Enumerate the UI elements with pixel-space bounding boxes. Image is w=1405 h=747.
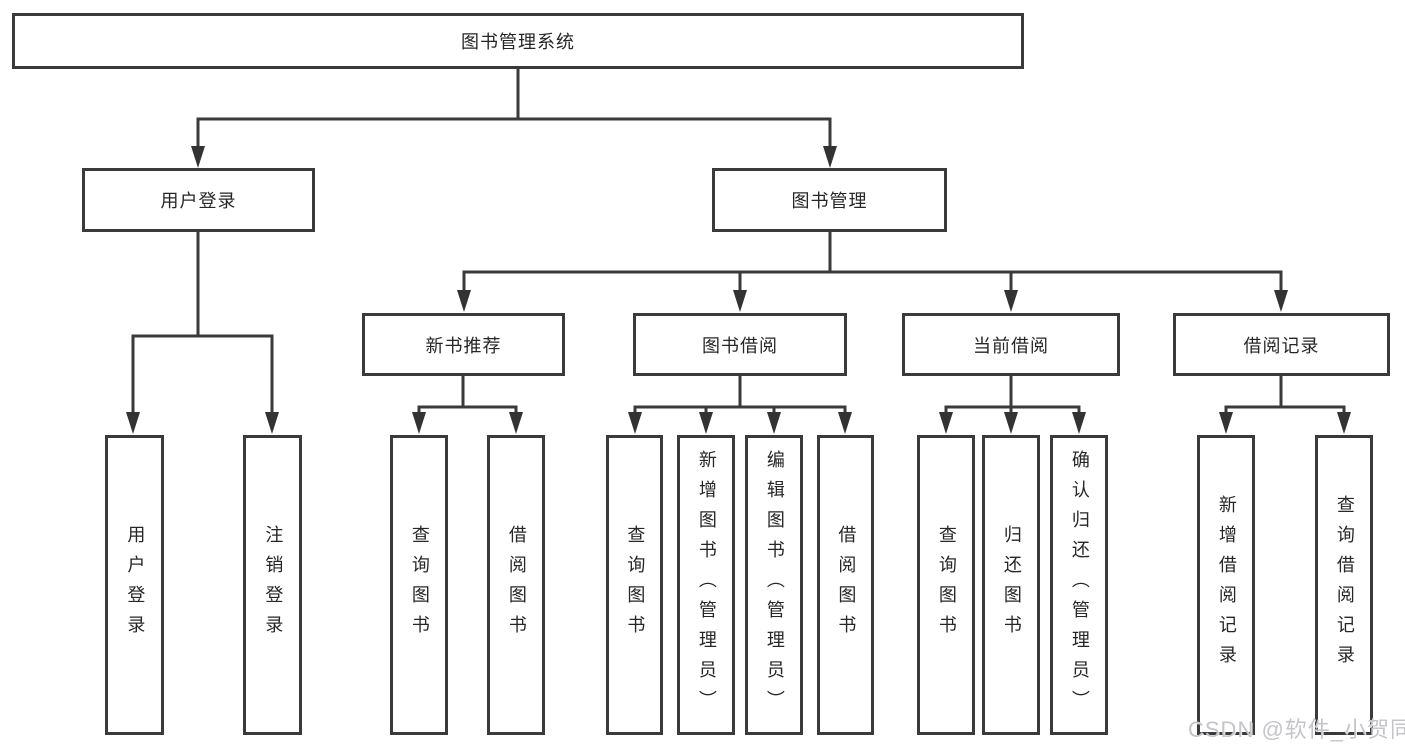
leaf-label: 编辑图书（管理员） — [764, 450, 785, 720]
leaf-borrow-books-recommend: 借阅图书 — [487, 435, 545, 735]
arrow-down-icon — [1004, 412, 1018, 434]
node-label: 图书管理系统 — [461, 32, 575, 52]
arrow-down-icon — [733, 290, 747, 312]
leaf-borrow-books: 借阅图书 — [817, 435, 874, 735]
arrow-down-icon — [1004, 290, 1018, 312]
leaf-label: 注销登录 — [263, 525, 284, 645]
leaf-query-borrow-record: 查询借阅记录 — [1315, 435, 1373, 735]
leaf-query-books-borrow: 查询图书 — [606, 435, 663, 735]
leaf-edit-book-admin: 编辑图书（管理员） — [745, 435, 803, 735]
leaf-label: 查询图书 — [409, 525, 430, 645]
leaf-logout: 注销登录 — [243, 435, 302, 735]
node-label: 当前借阅 — [973, 335, 1049, 356]
node-library-management-system: 图书管理系统 — [12, 13, 1024, 69]
arrow-down-icon — [265, 412, 279, 434]
arrow-down-icon — [457, 290, 471, 312]
node-label: 图书管理 — [791, 191, 868, 211]
arrow-down-icon — [939, 412, 953, 434]
leaf-return-books: 归还图书 — [982, 435, 1040, 735]
leaf-query-books-recommend: 查询图书 — [390, 435, 448, 735]
leaf-confirm-return-admin: 确认归还（管理员） — [1050, 435, 1108, 735]
leaf-label: 查询借阅记录 — [1334, 495, 1355, 675]
arrow-down-icon — [1337, 412, 1351, 434]
leaf-user-login: 用户登录 — [105, 435, 164, 735]
arrow-down-icon — [126, 412, 140, 434]
node-new-book-recommend: 新书推荐 — [362, 313, 565, 376]
node-book-management: 图书管理 — [712, 168, 947, 232]
leaf-label: 查询图书 — [936, 525, 957, 645]
node-label: 图书借阅 — [702, 335, 778, 356]
arrow-down-icon — [412, 412, 426, 434]
arrow-down-icon — [1274, 290, 1288, 312]
arrow-down-icon — [767, 412, 781, 434]
node-user-login: 用户登录 — [82, 168, 315, 232]
leaf-label: 新增借阅记录 — [1216, 495, 1237, 675]
node-borrow-records: 借阅记录 — [1173, 313, 1390, 376]
leaf-add-book-admin: 新增图书（管理员） — [677, 435, 735, 735]
csdn-watermark: CSDN @软件_小贺同学 — [1188, 717, 1405, 742]
arrow-down-icon — [823, 146, 837, 168]
leaf-label: 查询图书 — [625, 525, 646, 645]
leaf-label: 借阅图书 — [836, 525, 857, 645]
leaf-label: 用户登录 — [125, 525, 146, 645]
leaf-label: 确认归还（管理员） — [1069, 450, 1090, 720]
node-label: 新书推荐 — [425, 335, 502, 356]
leaf-query-books-current: 查询图书 — [917, 435, 975, 735]
arrow-down-icon — [1219, 412, 1233, 434]
node-current-borrow: 当前借阅 — [902, 313, 1120, 376]
arrow-down-icon — [1072, 412, 1086, 434]
leaf-label: 归还图书 — [1001, 525, 1022, 645]
node-book-borrow: 图书借阅 — [633, 313, 847, 376]
leaf-add-borrow-record: 新增借阅记录 — [1197, 435, 1255, 735]
leaf-label: 新增图书（管理员） — [696, 450, 717, 720]
arrow-down-icon — [509, 412, 523, 434]
arrow-down-icon — [191, 146, 205, 168]
arrow-down-icon — [838, 412, 852, 434]
arrow-down-icon — [628, 412, 642, 434]
node-label: 用户登录 — [160, 191, 237, 211]
leaf-label: 借阅图书 — [506, 525, 527, 645]
arrow-down-icon — [699, 412, 713, 434]
node-label: 借阅记录 — [1243, 335, 1320, 356]
